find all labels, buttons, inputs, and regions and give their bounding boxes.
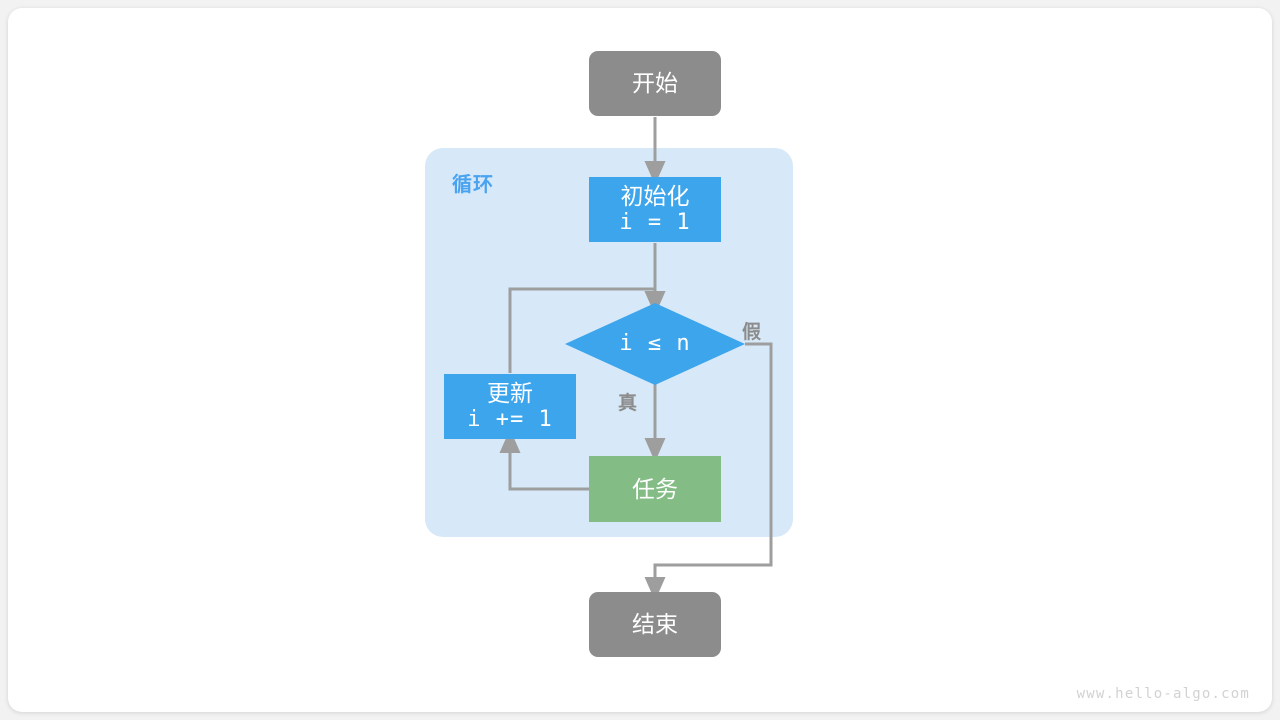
node-init-label: 初始化 <box>620 183 690 210</box>
node-update-sublabel: i += 1 <box>467 407 553 433</box>
node-end-label: 结束 <box>632 611 678 638</box>
node-update-label: 更新 <box>487 380 533 407</box>
node-end[interactable]: 结束 <box>589 592 721 657</box>
node-start-label: 开始 <box>632 70 678 97</box>
node-update[interactable]: 更新 i += 1 <box>444 374 576 439</box>
loop-container-label: 循环 <box>452 174 494 196</box>
node-task[interactable]: 任务 <box>589 456 721 522</box>
edge-task-to-update <box>499 429 589 491</box>
watermark: www.hello-algo.com <box>1076 686 1250 702</box>
edge-label-true: 真 <box>618 393 638 414</box>
node-task-label: 任务 <box>632 475 678 502</box>
node-init-sublabel: i = 1 <box>619 210 691 236</box>
node-init[interactable]: 初始化 i = 1 <box>589 177 721 242</box>
edge-condition-to-end <box>644 342 773 601</box>
decision-shape <box>565 303 745 385</box>
node-condition-label: i ≤ n <box>619 330 691 356</box>
node-start[interactable]: 开始 <box>589 51 721 116</box>
node-condition[interactable]: i ≤ n <box>565 303 745 385</box>
edge-label-false: 假 <box>742 322 762 343</box>
edge-update-to-condition <box>508 287 666 373</box>
